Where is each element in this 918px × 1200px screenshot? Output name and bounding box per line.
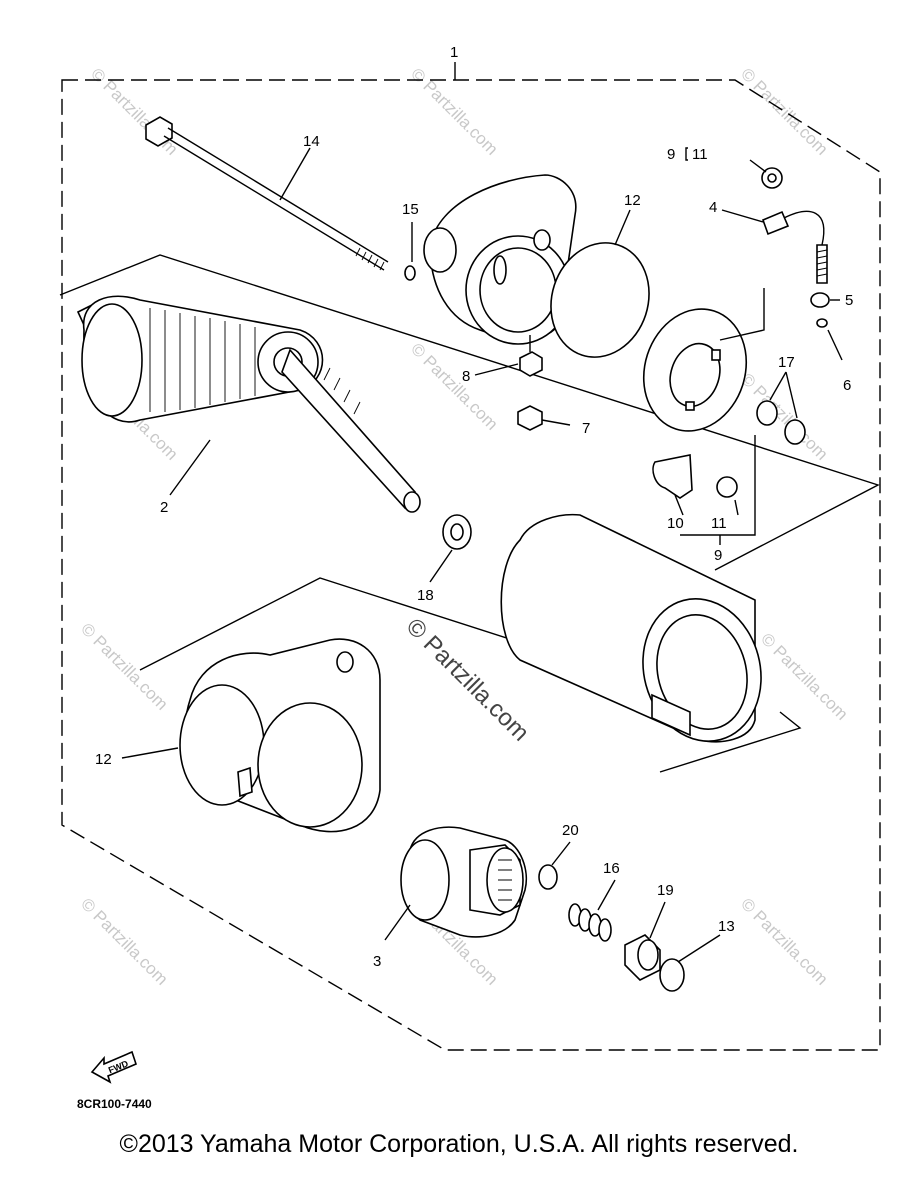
pinion-clutch (400, 826, 527, 938)
watermark-tile: © Partzilla.com (87, 64, 181, 158)
brush (761, 210, 828, 284)
through-bolt (145, 116, 389, 271)
washer-17a (756, 400, 778, 426)
callout-6: 6 (843, 377, 851, 394)
washer-5 (810, 292, 830, 308)
callout-12-top: 12 (624, 192, 641, 209)
watermark-tile: © Partzilla.com (737, 369, 831, 463)
watermark-tile: © Partzilla.com (77, 894, 171, 988)
front-cover (179, 638, 381, 833)
callout-13: 13 (718, 918, 735, 935)
callout-7: 7 (582, 420, 590, 437)
callout-11-top: 11 (692, 146, 708, 163)
sleeve-19 (624, 934, 661, 981)
o-ring-rear (550, 242, 650, 358)
washer-20 (538, 864, 558, 890)
callout-15: 15 (402, 201, 419, 218)
yoke-group-outline-lower (659, 711, 802, 773)
washer-18-hole (450, 523, 464, 541)
callout-18: 18 (417, 587, 434, 604)
nut-7 (517, 405, 543, 431)
brush-holder-10 (652, 454, 693, 499)
armature (76, 295, 421, 513)
o-ring-6 (816, 318, 828, 328)
callout-2: 2 (160, 499, 168, 516)
callout-20: 20 (562, 822, 579, 839)
copyright-notice: ©2013 Yamaha Motor Corporation, U.S.A. A… (119, 1130, 799, 1158)
callout-14: 14 (303, 133, 320, 150)
watermark-tile: © Partzilla.com (737, 64, 831, 158)
callout-4: 4 (709, 199, 717, 216)
fwd-arrow-icon: FWD (90, 1050, 137, 1084)
callout-19: 19 (657, 882, 674, 899)
armature-group-outline (59, 254, 880, 571)
watermark-tile: © Partzilla.com (77, 619, 171, 713)
assembly-boundary (61, 79, 881, 1051)
yoke (500, 513, 762, 743)
nut-11-top-hole (767, 173, 777, 183)
clip-13 (659, 958, 685, 992)
callout-9-top: 9 (667, 146, 675, 163)
spring-16 (568, 903, 612, 942)
callouts: 1 14 9 11 15 12 4 5 17 8 6 7 2 10 11 9 1… (95, 44, 853, 970)
washer-17b (784, 419, 806, 445)
watermark-tile: © Partzilla.com (737, 894, 831, 988)
watermark-tile: © Partzilla.com (757, 629, 851, 723)
diagram-code: 8CR100-7440 (77, 1097, 152, 1111)
yoke-group-outline (139, 577, 576, 671)
nut-8 (519, 351, 543, 377)
callout-11: 11 (711, 515, 727, 532)
callout-1: 1 (450, 44, 458, 61)
nut-11 (716, 476, 738, 498)
callout-8: 8 (462, 368, 470, 385)
o-ring-15 (404, 265, 416, 281)
callout-9: 9 (714, 547, 722, 564)
callout-5: 5 (845, 292, 853, 309)
rear-cover (423, 174, 577, 345)
brush-plate (642, 308, 748, 432)
callout-3: 3 (373, 953, 381, 970)
leader-lines (121, 147, 843, 963)
callout-16: 16 (603, 860, 620, 877)
callout-10: 10 (667, 515, 684, 532)
callout-17: 17 (778, 354, 795, 371)
callout-12: 12 (95, 751, 112, 768)
watermark-tile: © Partzilla.com (407, 339, 501, 433)
